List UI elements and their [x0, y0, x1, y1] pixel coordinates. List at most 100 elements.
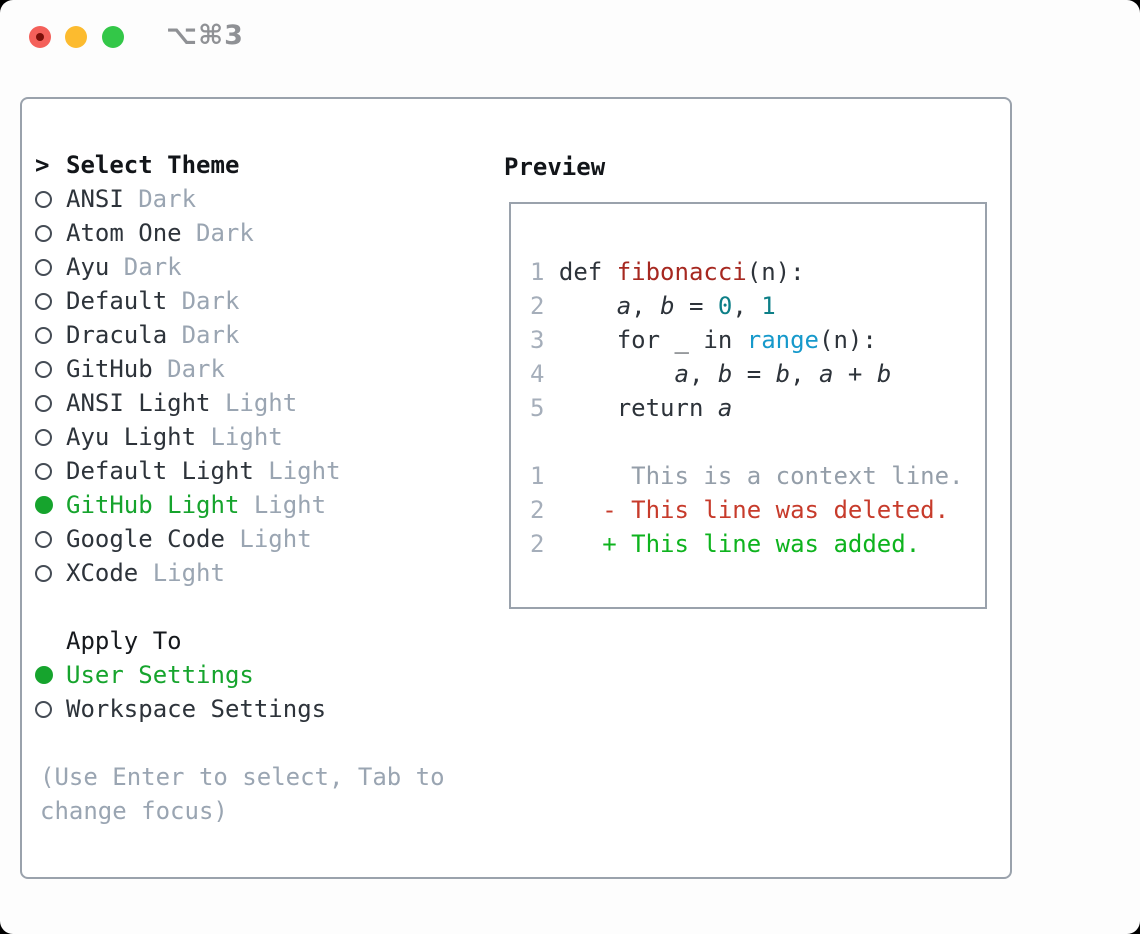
code-token	[559, 360, 675, 388]
code-token: a	[674, 360, 689, 388]
radio-icon	[35, 292, 52, 310]
code-token: for _ in	[558, 326, 747, 354]
record-dot-icon	[36, 33, 44, 41]
code-token: 2	[530, 292, 559, 320]
radio-icon	[35, 360, 52, 378]
theme-variant-label: Light	[224, 389, 298, 417]
option-label: Workspace Settings	[66, 695, 327, 723]
code-token: 2	[530, 496, 559, 524]
option-label: Dracula	[66, 321, 168, 349]
radio-icon	[35, 700, 66, 718]
option-label: Ayu Light	[66, 423, 197, 451]
code-line	[530, 425, 985, 459]
theme-option-ayu[interactable]: Ayu Dark	[35, 250, 495, 284]
hint-text: (Use Enter to select, Tab to	[40, 763, 445, 791]
code-line: 2 + This line was added.	[530, 527, 985, 561]
code-line: 2 a, b = 0, 1	[530, 289, 985, 323]
option-label: ANSI	[66, 185, 124, 213]
theme-variant-label: Light	[152, 559, 225, 587]
code-token: 1	[530, 258, 559, 286]
zoom-button[interactable]	[102, 26, 124, 48]
radio-icon	[35, 292, 66, 310]
radio-selected-icon	[35, 666, 53, 684]
code-token: a	[819, 360, 834, 388]
radio-selected-icon	[35, 496, 66, 514]
code-token	[559, 292, 617, 320]
radio-icon	[35, 360, 66, 378]
apply-option-user-settings[interactable]: User Settings	[35, 658, 495, 692]
prompt-icon: >	[35, 151, 50, 179]
preview-heading: Preview	[504, 153, 606, 181]
radio-icon	[35, 462, 52, 480]
theme-option-default[interactable]: Default Dark	[35, 284, 495, 318]
code-token: def	[558, 258, 617, 286]
theme-variant-label: Dark	[167, 355, 225, 383]
code-token: 2	[530, 530, 559, 558]
code-token: 1	[530, 462, 559, 490]
theme-option-dracula[interactable]: Dracula Dark	[35, 318, 495, 352]
theme-variant-label: Dark	[181, 321, 240, 349]
radio-icon	[35, 224, 66, 242]
code-token: ,	[732, 292, 762, 320]
code-token: - This line was deleted.	[558, 496, 950, 524]
code-token: +	[833, 360, 877, 388]
radio-icon	[35, 326, 52, 344]
option-label: Default	[66, 287, 168, 315]
theme-variant-label: Light	[253, 491, 327, 519]
theme-option-github-light[interactable]: GitHub Light Light	[35, 488, 495, 522]
code-token: a	[717, 394, 733, 422]
code-token: =	[732, 360, 776, 388]
code-line: 1 This is a context line.	[530, 459, 985, 493]
option-label: GitHub Light	[66, 491, 240, 519]
section-title: Apply To	[66, 627, 182, 655]
option-label: User Settings	[66, 661, 254, 689]
section-title: Select Theme	[66, 151, 240, 179]
radio-icon	[35, 258, 52, 276]
code-line: 4 a, b = b, a + b	[530, 357, 985, 391]
theme-variant-label: Light	[239, 525, 312, 553]
code-token: (n):	[819, 326, 877, 354]
option-label: Ayu	[66, 253, 110, 281]
apply-to-heading: Apply To	[35, 624, 495, 658]
radio-selected-icon	[35, 666, 66, 684]
close-button[interactable]	[29, 26, 51, 48]
theme-variant-label: Dark	[123, 253, 182, 281]
code-line: 2 - This line was deleted.	[530, 493, 985, 527]
radio-icon	[35, 326, 66, 344]
code-token: fibonacci	[616, 258, 747, 286]
theme-variant-label: Light	[210, 423, 283, 451]
code-token: ,	[790, 360, 820, 388]
code-token: 0	[717, 292, 733, 320]
radio-icon	[35, 190, 66, 208]
theme-variant-label: Dark	[196, 219, 254, 247]
radio-icon	[35, 224, 52, 242]
code-token: b	[717, 360, 733, 388]
window-title: ⌥⌘3	[166, 20, 244, 51]
code-line: 3 for _ in range(n):	[530, 323, 985, 357]
theme-option-ayu-light[interactable]: Ayu Light Light	[35, 420, 495, 454]
code-token: 4	[530, 360, 559, 388]
code-token: 5	[530, 394, 559, 422]
radio-icon	[35, 258, 66, 276]
theme-variant-label: Dark	[181, 287, 240, 315]
radio-icon	[35, 428, 66, 446]
select-theme-heading: > Select Theme	[35, 148, 495, 182]
code-token: 3	[530, 326, 559, 354]
option-label: GitHub	[66, 355, 153, 383]
apply-option-workspace-settings[interactable]: Workspace Settings	[35, 692, 495, 726]
option-label: Default Light	[66, 457, 254, 485]
radio-selected-icon	[35, 496, 53, 514]
theme-option-github[interactable]: GitHub Dark	[35, 352, 495, 386]
minimize-button[interactable]	[65, 26, 87, 48]
